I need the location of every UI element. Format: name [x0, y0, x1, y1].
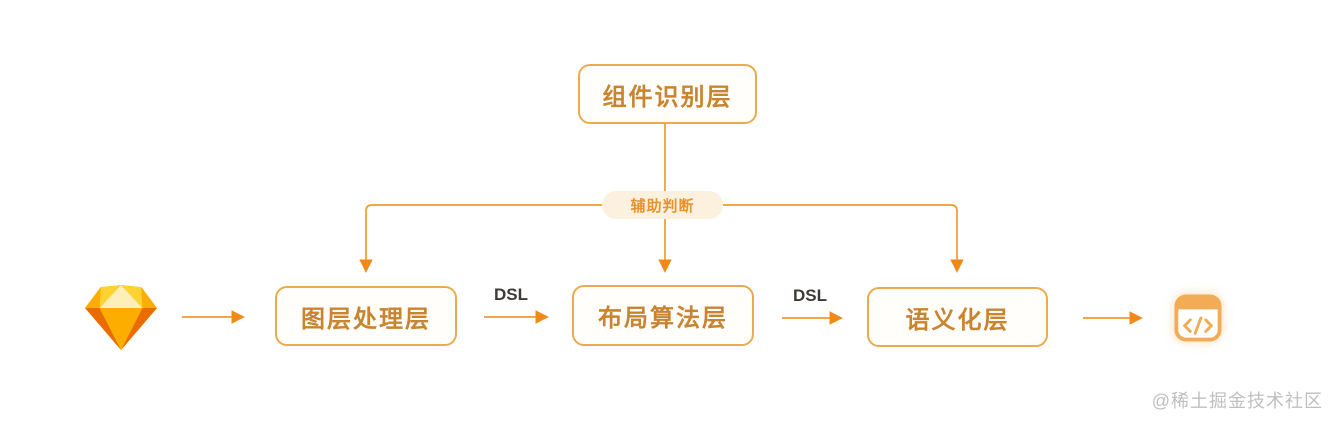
node-component-recognition-layer: 组件识别层: [578, 64, 757, 124]
watermark-juejin: @稀土掘金技术社区: [1151, 391, 1323, 411]
dsl-label-left: DSL: [494, 285, 528, 304]
connector-pill-to-right: [670, 204, 964, 273]
code-window-icon: [1174, 294, 1222, 342]
node-label: 组件识别层: [602, 83, 733, 111]
sketch-logo-icon: [85, 285, 157, 350]
node-label: 语义化层: [905, 306, 1010, 334]
node-label: 图层处理层: [301, 305, 431, 333]
node-label: 布局算法层: [598, 305, 728, 332]
node-layer-processing-layer: 图层处理层: [275, 286, 457, 346]
dsl-label-right: DSL: [793, 286, 827, 305]
pill-label: 辅助判断: [630, 197, 695, 215]
auxiliary-judgment-pill: 辅助判断: [602, 191, 723, 219]
node-semantic-layer: 语义化层: [867, 287, 1048, 347]
node-layout-algorithm-layer: 布局算法层: [572, 285, 754, 346]
connector-pill-to-left: [359, 204, 660, 273]
